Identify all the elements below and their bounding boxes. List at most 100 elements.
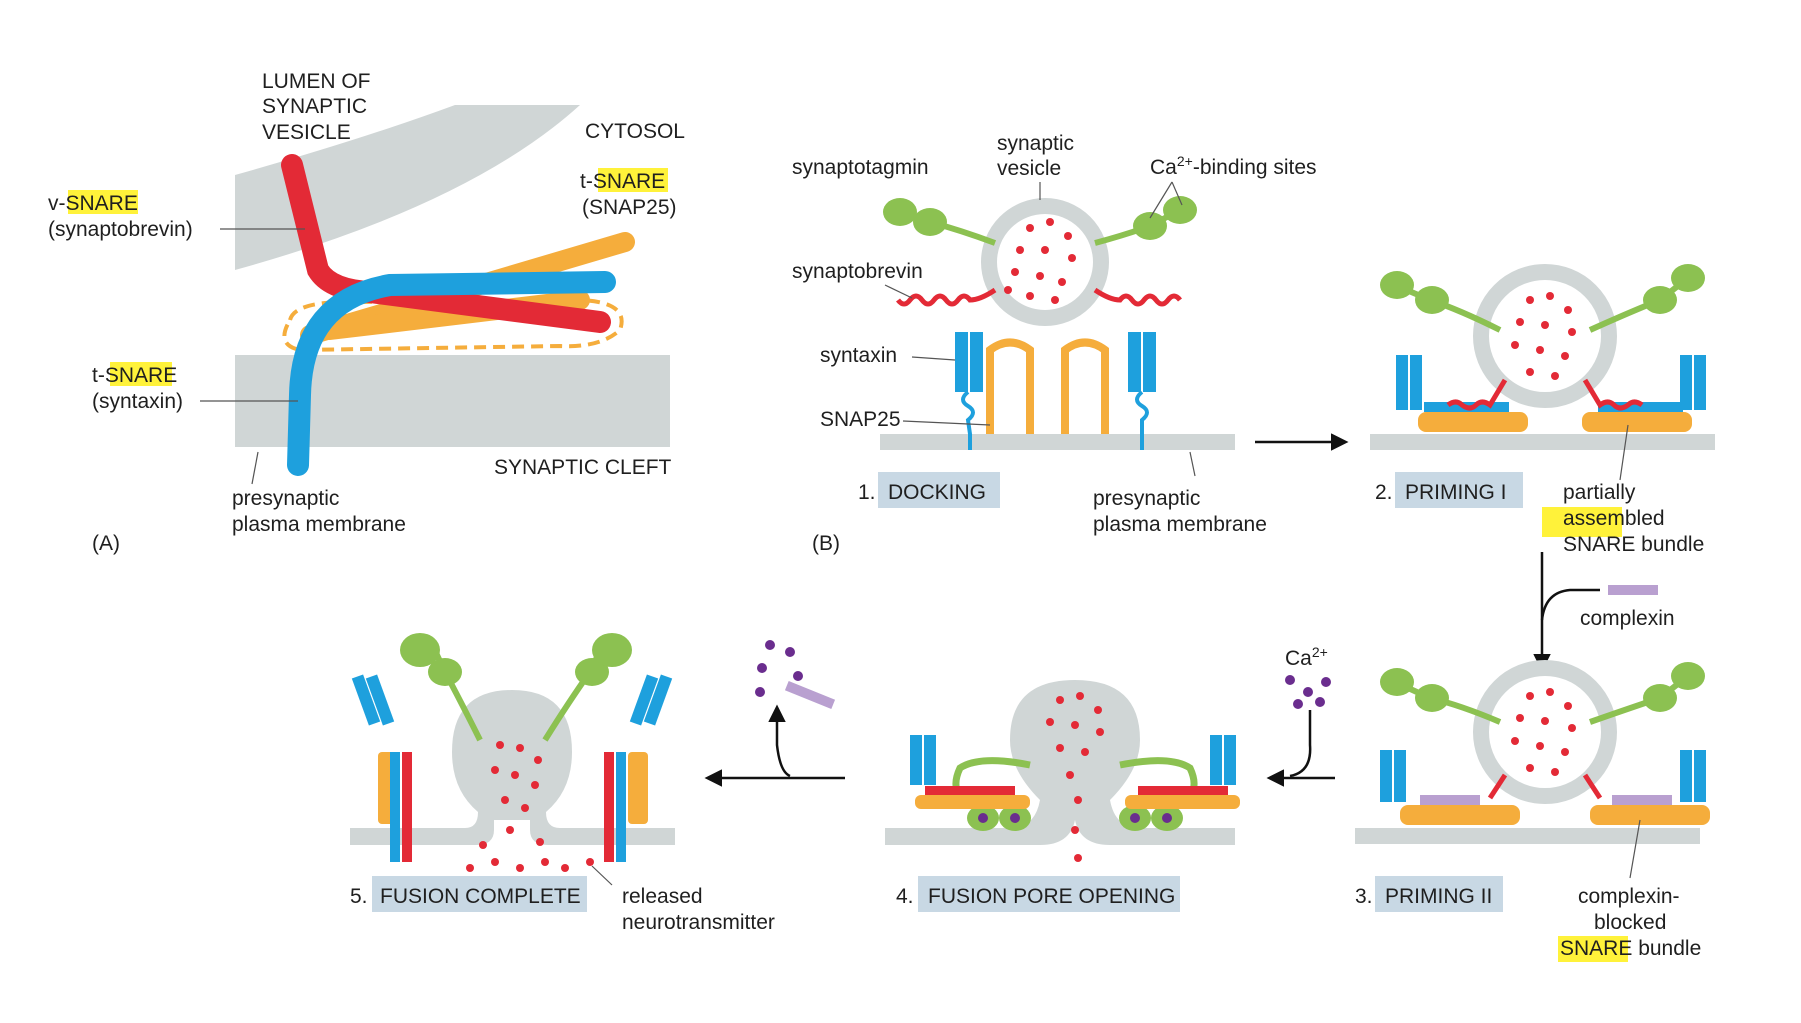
syntaxin-5d xyxy=(643,674,673,726)
cis-snare-right-syntaxin xyxy=(616,752,626,862)
neurotransmitter-dots-4 xyxy=(1046,692,1104,884)
bundle-4-right xyxy=(1125,795,1240,809)
t-snare-snap25-sub: (SNAP25) xyxy=(582,196,677,219)
complexin-left xyxy=(1420,795,1480,805)
highlight-t-snare-syntaxin xyxy=(110,362,172,386)
synaptotagmin-c2-7 xyxy=(1643,286,1677,314)
syntaxin-linker-2 xyxy=(1135,390,1149,450)
bundle-4-right-syb xyxy=(1138,786,1228,795)
syntaxin-leader-b xyxy=(911,356,956,361)
complexin-molecule xyxy=(1608,585,1658,595)
syntaxin-label: syntaxin xyxy=(820,344,897,367)
syntaxin-4b xyxy=(924,735,936,785)
synaptotagmin-c2-3 xyxy=(1133,212,1167,240)
membrane-leader-a xyxy=(251,451,259,485)
vesicle-label-1: synaptic xyxy=(997,132,1074,155)
partial-leader xyxy=(1619,424,1629,481)
step-1-docking: synaptotagmin synaptic vesicle Ca2+-bind… xyxy=(792,132,1317,555)
ca-leader-1 xyxy=(1149,181,1173,219)
ca-leader-2 xyxy=(1171,181,1183,206)
syntaxin-4d xyxy=(1224,735,1236,785)
syntaxin-5b xyxy=(365,674,395,726)
released-calcium xyxy=(755,640,803,697)
partial-label-1: partially xyxy=(1563,481,1636,504)
neurotransmitter-dots-5 xyxy=(466,741,594,872)
vesicle-3 xyxy=(1473,660,1617,804)
step-2-priming-i: 2. PRIMING I partially assembled SNARE b… xyxy=(1370,264,1715,556)
arrow-2-to-3: complexin xyxy=(1533,552,1675,672)
arrow-3-to-4: Ca2+ xyxy=(1266,644,1335,787)
step-3-label: PRIMING II xyxy=(1385,885,1492,908)
cis-snare-right-syb xyxy=(604,752,614,862)
cytosol-label: CYTOSOL xyxy=(585,120,685,143)
step-4-num: 4. xyxy=(896,885,914,908)
synaptotagmin-c2-17 xyxy=(428,658,462,686)
syntaxin-2c xyxy=(1680,355,1692,410)
step-1-box xyxy=(878,472,1000,508)
ca-sites-label: Ca2+-binding sites xyxy=(1150,153,1317,179)
synaptotagmin-c2-1 xyxy=(913,208,947,236)
step-3-priming-ii: 3. PRIMING II complexin- blocked SNARE b… xyxy=(1355,660,1710,962)
step-1-num: 1. xyxy=(858,481,876,504)
syntaxin-3c xyxy=(1680,750,1692,802)
partial-bundle-right xyxy=(1582,412,1692,432)
lumen-label-1: LUMEN OF xyxy=(262,70,371,93)
syntaxin-rod xyxy=(287,271,616,476)
synaptobrevin-left-1 xyxy=(896,287,997,307)
step-2-box xyxy=(1395,472,1523,508)
syntaxin-4a xyxy=(910,735,922,785)
blocked-leader xyxy=(1629,819,1641,879)
fused-membrane xyxy=(350,690,675,845)
partial-label-2: assembled xyxy=(1563,507,1665,530)
ca-label: Ca2+ xyxy=(1285,644,1328,670)
syntaxin-5c xyxy=(629,674,659,726)
synaptotagmin-c2-19 xyxy=(575,658,609,686)
snap25-1 xyxy=(986,338,1034,434)
partial-label-3: SNARE bundle xyxy=(1563,533,1704,556)
snap25-leader xyxy=(902,420,991,426)
syntaxin-5a xyxy=(351,674,381,726)
synaptotagmin-c2-20 xyxy=(592,633,632,667)
t-snare-snap25-label: t-SNARE xyxy=(580,170,665,193)
synaptotagmin-c2-9 xyxy=(1415,684,1449,712)
calcium-bound-4 xyxy=(978,813,1172,823)
membrane-b-2: plasma membrane xyxy=(1093,513,1267,536)
synaptotagmin-c2-4 xyxy=(1163,196,1197,224)
syntaxin-3b xyxy=(1394,750,1406,802)
released-label-2: neurotransmitter xyxy=(622,911,775,934)
membrane-1 xyxy=(880,434,1235,450)
release-arrow xyxy=(768,704,791,778)
step-5-num: 5. xyxy=(350,885,368,908)
synaptotagmin-label: synaptotagmin xyxy=(792,156,929,179)
t-snare-syntaxin-label: t-SNARE xyxy=(92,364,177,387)
synaptobrevin-label: synaptobrevin xyxy=(792,260,923,283)
fusion-pore-membrane xyxy=(885,680,1235,845)
cis-snare-left-syb xyxy=(402,752,412,862)
bundle-4-left-syb xyxy=(925,786,1015,795)
neurotransmitter-dots-2 xyxy=(1511,292,1576,380)
step-4-label: FUSION PORE OPENING xyxy=(928,885,1175,908)
cis-snare-right-snap25 xyxy=(628,752,648,824)
snap25-label: SNAP25 xyxy=(820,408,901,431)
membrane-a-1: presynaptic xyxy=(232,487,339,510)
syntaxin-4c xyxy=(1210,735,1222,785)
syntaxin-2a xyxy=(1396,355,1408,410)
step-3-box xyxy=(1375,876,1503,912)
syntaxin-2b xyxy=(1410,355,1422,410)
step-4-box xyxy=(918,876,1180,912)
panel-a: LUMEN OF SYNAPTIC VESICLE CYTOSOL v-SNAR… xyxy=(48,70,685,555)
syntaxin-helix-1a xyxy=(955,332,968,392)
highlight-assem xyxy=(1542,507,1622,537)
released-label-1: released xyxy=(622,885,703,908)
released-complexin xyxy=(784,680,836,710)
blocked-bundle-left xyxy=(1400,805,1520,825)
calcium-ions-1 xyxy=(1285,675,1331,709)
step-5-fusion-complete: 5. FUSION COMPLETE released neurotransmi… xyxy=(350,633,775,934)
vesicle-membrane xyxy=(235,105,580,270)
syntaxin-helix-2b xyxy=(1143,332,1156,392)
complexin-right xyxy=(1612,795,1672,805)
snap25-2 xyxy=(1061,338,1109,434)
highlight-v-snare xyxy=(68,190,138,214)
membrane-leader-b xyxy=(1189,451,1196,477)
